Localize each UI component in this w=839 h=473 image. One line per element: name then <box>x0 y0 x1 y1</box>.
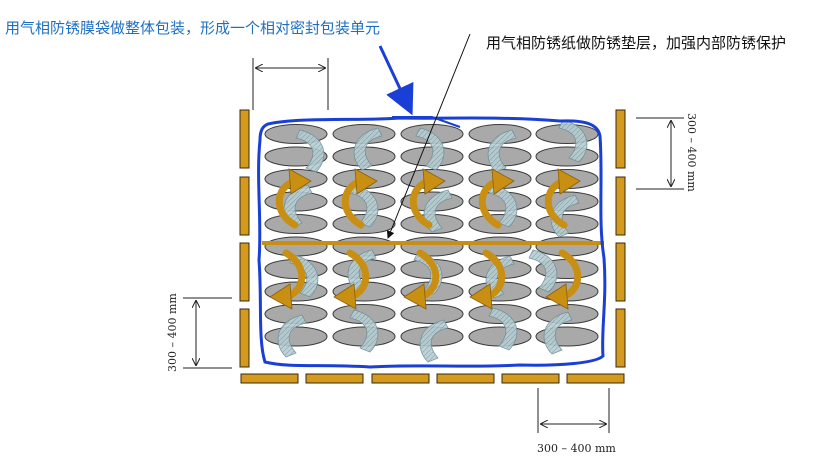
vci-paper-strips <box>277 119 588 363</box>
coil <box>400 304 464 324</box>
vci-strip <box>485 255 515 299</box>
vci-strip <box>349 309 379 353</box>
wood-board-left <box>239 109 250 169</box>
curved-arrow-head <box>269 283 293 310</box>
vci-strip <box>488 184 518 228</box>
vci-strip <box>528 249 558 293</box>
wood-board-left <box>239 176 250 236</box>
vci-strip <box>423 189 453 233</box>
coil <box>468 326 532 347</box>
wood-board-bottom <box>501 373 560 384</box>
wooden-crate-boards <box>239 109 626 384</box>
vci-strip <box>419 319 449 363</box>
curved-arrow-head <box>469 283 493 310</box>
wood-board-bottom <box>371 373 430 384</box>
coil <box>264 236 328 257</box>
vci-strip <box>295 129 325 173</box>
curved-arrow-head <box>403 283 427 310</box>
curved-arrow-head <box>354 168 378 195</box>
vci-strip <box>488 307 518 351</box>
curved-arrow-head <box>422 168 446 195</box>
vci-strip <box>550 194 580 238</box>
curved-arrow-head <box>491 168 515 195</box>
top-dimension <box>252 58 329 110</box>
vci-strip <box>487 129 517 173</box>
bottom-dimension: 300 – 400 mm <box>537 388 616 455</box>
vci-strip <box>558 119 588 163</box>
curved-arrow-head <box>333 283 357 310</box>
coil <box>264 326 328 347</box>
vci-film-bag-outline <box>257 116 607 369</box>
wood-board-bottom <box>305 373 364 384</box>
wood-board-left <box>239 242 250 302</box>
vci-bag-label: 用气相防锈膜袋做整体包装，形成一个相对密封包装单元 <box>5 19 380 37</box>
pointer-line-icon <box>386 33 471 239</box>
pointer-arrow-icon <box>378 45 414 116</box>
left-dimension-label: 300 – 400 mm <box>166 293 179 372</box>
bottom-dimension-label: 300 – 400 mm <box>537 442 616 455</box>
airflow-arrows <box>269 168 582 310</box>
coil <box>400 236 464 257</box>
vci-paper-label: 用气相防锈纸做防锈垫层，加强内部防锈保护 <box>486 34 786 52</box>
wood-board-right <box>615 308 626 368</box>
vci-strip <box>415 127 445 171</box>
wood-board-right <box>615 176 626 236</box>
left-dimension: 300 – 400 mm <box>166 293 232 372</box>
wood-board-left <box>239 308 250 368</box>
vci-strip <box>353 127 383 171</box>
coil <box>468 236 532 257</box>
right-dimension: 300 – 400 mm <box>636 113 698 192</box>
curved-arrow-head <box>288 168 312 195</box>
vci-film-bag-seam <box>392 116 461 128</box>
wood-board-right <box>615 242 626 302</box>
wood-board-bottom <box>240 373 299 384</box>
wood-board-right <box>615 109 626 169</box>
right-dimension-label: 300 – 400 mm <box>685 113 698 192</box>
wood-board-bottom <box>566 373 625 384</box>
curved-arrow-head <box>545 283 569 310</box>
coil <box>535 146 599 167</box>
wood-board-bottom <box>436 373 495 384</box>
curved-arrow-head <box>557 168 581 195</box>
vci-strip <box>543 311 573 355</box>
vci-strip <box>349 184 379 228</box>
vci-strip <box>277 314 307 358</box>
